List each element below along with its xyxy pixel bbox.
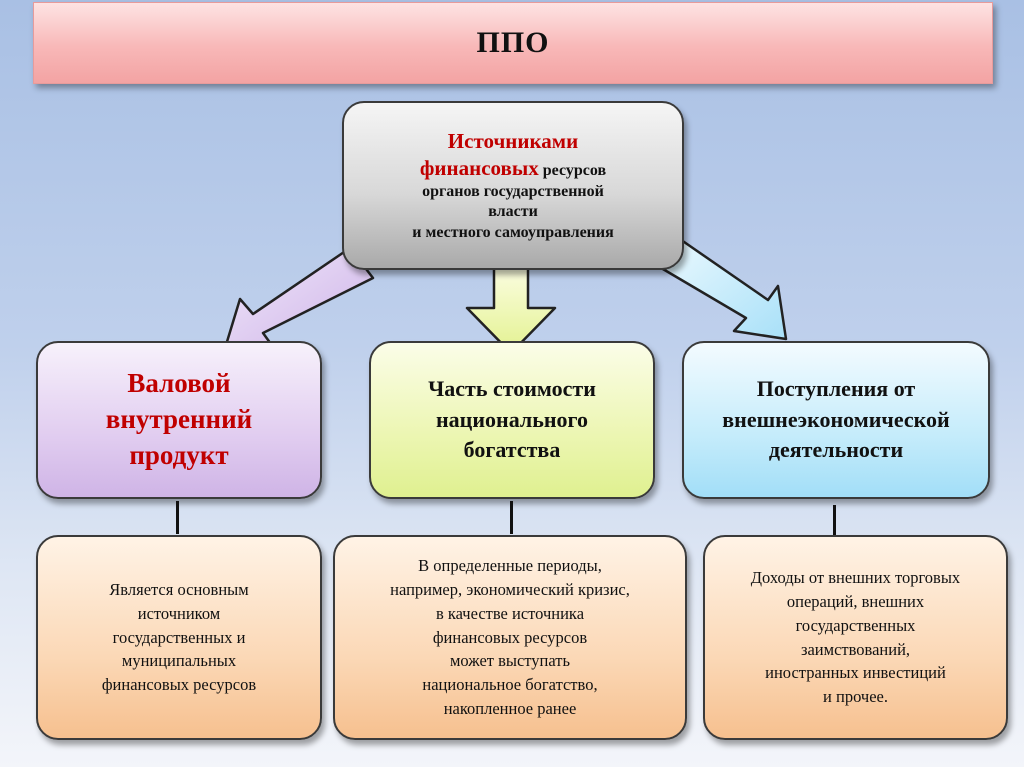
source-foreign-line1: Поступления от bbox=[756, 375, 916, 401]
source-wealth-line3: богатства bbox=[463, 437, 561, 463]
source-box-foreign-activity: Поступления от внешнеэкономической деяте… bbox=[682, 341, 990, 499]
central-line3: органов государственной bbox=[422, 182, 604, 200]
central-line5: и местного самоуправления bbox=[412, 223, 614, 241]
central-concept-box: Источниками финансовых ресурсов органов … bbox=[342, 101, 684, 270]
detail-foreign-line5: иностранных инвестиций bbox=[765, 663, 946, 683]
source-box-gdp: Валовой внутренний продукт bbox=[36, 341, 322, 499]
detail-gdp-line3: государственных и bbox=[112, 627, 246, 647]
detail-wealth-line4: финансовых ресурсов bbox=[432, 627, 588, 647]
source-gdp-line1: Валовой bbox=[127, 368, 231, 399]
detail-box-gdp: Является основным источником государстве… bbox=[36, 535, 322, 740]
source-wealth-line2: национального bbox=[436, 406, 588, 432]
detail-foreign-line6: и прочее. bbox=[823, 687, 888, 707]
detail-gdp-line1: Является основным bbox=[109, 579, 249, 599]
detail-gdp-line2: источником bbox=[137, 603, 221, 623]
central-red-line2: финансовых bbox=[419, 155, 539, 180]
detail-foreign-line3: государственных bbox=[795, 615, 916, 635]
central-red-line1: Источниками bbox=[447, 128, 579, 153]
source-gdp-line3: продукт bbox=[129, 439, 229, 470]
source-foreign-line3: деятельности bbox=[768, 437, 904, 463]
central-line2-rest: ресурсов bbox=[542, 161, 607, 179]
source-box-national-wealth: Часть стоимости национального богатства bbox=[369, 341, 655, 499]
connector-3 bbox=[833, 505, 836, 547]
central-line4: власти bbox=[488, 203, 538, 221]
detail-wealth-line3: в качестве источника bbox=[435, 603, 585, 623]
detail-box-national-wealth: В определенные периоды, например, эконом… bbox=[333, 535, 687, 740]
arrow-center bbox=[465, 266, 557, 355]
title-banner: ППО bbox=[33, 2, 993, 84]
detail-wealth-line5: может выступать bbox=[449, 651, 571, 671]
detail-foreign-line1: Доходы от внешних торговых bbox=[750, 567, 961, 587]
detail-foreign-line2: операций, внешних bbox=[786, 591, 925, 611]
page-title: ППО bbox=[476, 26, 550, 59]
connector-2 bbox=[510, 501, 513, 534]
detail-box-foreign-activity: Доходы от внешних торговых операций, вне… bbox=[703, 535, 1008, 740]
detail-wealth-line6: национальное богатство, bbox=[422, 675, 598, 695]
detail-foreign-line4: заимствований, bbox=[800, 639, 911, 659]
detail-wealth-line7: накопленное ранее bbox=[443, 699, 577, 719]
detail-wealth-line2: например, экономический кризис, bbox=[390, 579, 630, 599]
arrow-right bbox=[649, 233, 788, 341]
detail-wealth-line1: В определенные периоды, bbox=[418, 555, 602, 575]
detail-gdp-line5: финансовых ресурсов bbox=[101, 675, 257, 695]
source-foreign-line2: внешнеэкономической bbox=[722, 406, 950, 432]
source-gdp-line2: внутренний bbox=[105, 404, 253, 435]
connector-1 bbox=[176, 501, 179, 534]
detail-gdp-line4: муниципальных bbox=[121, 651, 237, 671]
source-wealth-line1: Часть стоимости bbox=[428, 375, 596, 401]
